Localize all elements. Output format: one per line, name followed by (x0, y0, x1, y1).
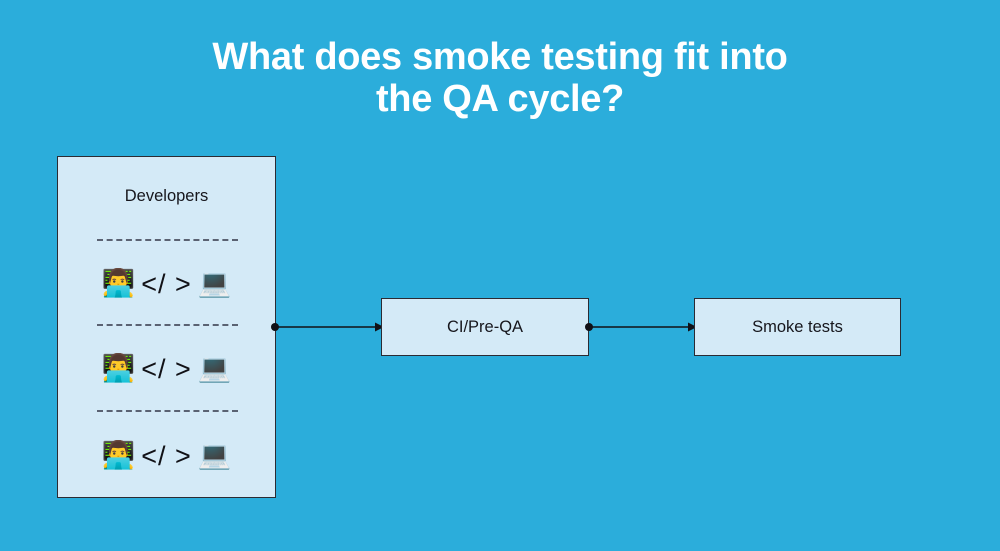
node-developers[interactable]: Developers 👨‍💻 </ > 💻 👨‍💻 </ > 💻 👨‍💻 </ … (57, 156, 276, 498)
laptop-icon: 💻 (197, 268, 232, 299)
developer-row-2: 👨‍💻 </ > 💻 (58, 352, 275, 386)
developer-row-3: 👨‍💻 </ > 💻 (58, 439, 275, 473)
node-ci-pre-qa-label: CI/Pre-QA (446, 317, 524, 336)
person-with-laptop-icon: 👨‍💻 (101, 353, 136, 384)
developer-row-1: 👨‍💻 </ > 💻 (58, 267, 275, 301)
laptop-icon: 💻 (197, 353, 232, 384)
node-ci-pre-qa[interactable]: CI/Pre-QA (381, 298, 589, 356)
page-title: What does smoke testing fit into the QA … (0, 36, 1000, 120)
divider-2 (97, 324, 238, 326)
code-brackets-label: </ > (141, 354, 192, 384)
node-smoke-tests-label: Smoke tests (752, 317, 843, 336)
page-title-line-2: the QA cycle? (375, 78, 625, 120)
connector-developers-to-ci (270, 320, 388, 334)
node-smoke-tests[interactable]: Smoke tests (694, 298, 901, 356)
divider-3 (97, 410, 238, 412)
person-with-laptop-icon: 👨‍💻 (101, 268, 136, 299)
page-title-line-1: What does smoke testing fit into (212, 36, 788, 78)
laptop-icon: 💻 (197, 440, 232, 471)
node-developers-label: Developers (124, 187, 209, 205)
code-brackets-label: </ > (141, 441, 192, 471)
person-with-laptop-icon: 👨‍💻 (101, 440, 136, 471)
connector-ci-to-smoke-tests (584, 320, 701, 334)
divider-1 (97, 239, 238, 241)
code-brackets-label: </ > (141, 269, 192, 299)
